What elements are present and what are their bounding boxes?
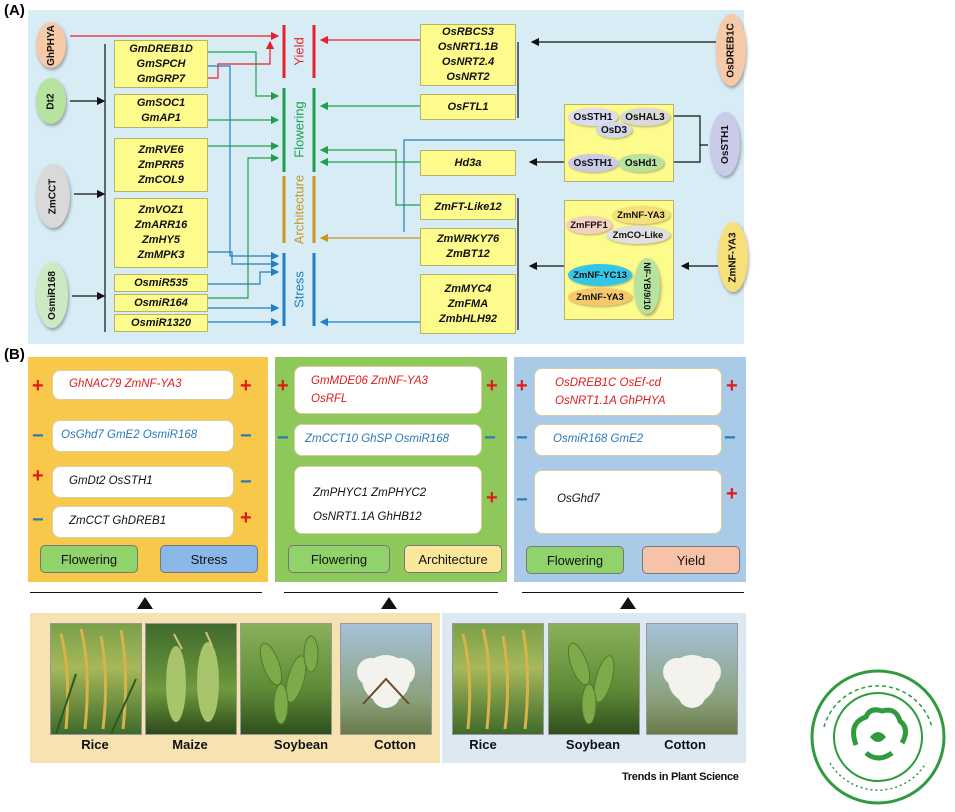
institution-seal-logo [810,669,946,805]
cotton-photo-right [646,623,738,735]
triangle-marker [137,597,153,609]
regulator-card-1-4: ZmCCT GhDREB1 [52,506,234,538]
gene-box-osmir535: OsmiR535 [114,274,208,292]
category-stress: Stress [291,271,307,308]
soybean-photo-right [548,623,640,735]
sign-plus: + [726,483,738,505]
oval-dt2: Dt2 [36,78,66,124]
regulator-card-2-2: ZmCCT10 GhSP OsmiR168 [294,424,482,456]
maize-photo [145,623,237,735]
category-flowering: Flowering [291,101,307,158]
divider-line [522,592,744,593]
oval-osmir168: OsmiR168 [36,262,68,328]
sign-minus: − [32,425,44,447]
tag-flowering: Flowering [288,545,390,573]
regulator-card-1-2: OsGhd7 GmE2 OsmiR168 [52,420,234,452]
crop-name-cotton-right: Cotton [664,737,706,752]
triangle-marker [620,597,636,609]
complex-ossth1-b: OsSTH1 [568,154,618,172]
sign-minus: − [484,427,496,449]
cotton-photo [340,623,432,735]
tag-flowering: Flowering [40,545,138,573]
sign-minus: − [516,427,528,449]
category-yield: Yield [291,37,307,66]
sign-plus: + [516,375,528,397]
sign-plus: + [486,487,498,509]
sign-minus: − [32,509,44,531]
oval-zmnfya3: ZmNF-YA3 [718,222,748,292]
panel-b-label: (B) [4,346,25,363]
panel-a-connectors [70,25,718,332]
gene-box-osmir1320: OsmiR1320 [114,314,208,332]
triangle-marker [381,597,397,609]
gene-box-osmir164: OsmiR164 [114,294,208,312]
complex-oshal3: OsHAL3 [620,108,670,126]
regulator-card-1-1: GhNAC79 ZmNF-YA3 [52,370,234,400]
sign-plus: + [240,375,252,397]
crop-name-rice-right: Rice [469,737,497,752]
complex-zmco-like: ZmCO-Like [606,226,670,244]
tag-stress: Stress [160,545,258,573]
crop-name-cotton: Cotton [374,737,416,752]
sign-minus: − [240,471,252,493]
oval-ghphya: GhPHYA [36,22,66,68]
gene-box-hd3a: Hd3a [420,150,516,176]
complex-osd3: OsD3 [596,122,632,138]
sign-plus: + [486,375,498,397]
sign-plus: + [32,465,44,487]
sign-plus: + [240,507,252,529]
complex-ossth1-a: OsSTH1 [568,108,618,126]
sign-plus: + [32,375,44,397]
divider-line [30,592,262,593]
sign-minus: − [277,427,289,449]
complex-oshd1: OsHd1 [618,154,664,172]
sign-plus: + [277,375,289,397]
regulator-card-2-3: ZmPHYC1 ZmPHYC2 OsNRT1.1A GhHB12 [294,466,482,534]
soybean-photo [240,623,332,735]
regulator-card-3-2: OsmiR168 GmE2 [534,424,722,456]
oval-zmcct: ZmCCT [36,164,70,228]
complex-zmnfya3-top: ZmNF-YA3 [612,206,670,224]
crop-name-soybean-right: Soybean [565,737,621,752]
sign-minus: − [516,489,528,511]
complex-zmnfyc13: ZmNF-YC13 [568,264,632,286]
complex-zmnfya3-bottom: ZmNF-YA3 [568,288,632,306]
complex-zmfpf1: ZmFPF1 [566,216,612,234]
gene-box-zmft-like12: ZmFT-Like12 [420,194,516,220]
sign-minus: − [724,427,736,449]
tag-yield: Yield [642,546,740,574]
crop-name-maize: Maize [172,737,208,752]
regulator-card-3-3: OsGhd7 [534,470,722,534]
tag-flowering: Flowering [526,546,624,574]
rice-photo [50,623,142,735]
sign-minus: − [240,425,252,447]
divider-line [284,592,498,593]
category-architecture: Architecture [291,174,307,245]
oval-ossth1: OsSTH1 [710,112,740,176]
panel-a-label: (A) [4,2,25,19]
oval-osdreb1c: OsDREB1C [716,14,746,86]
sign-plus: + [726,375,738,397]
complex-nfyb: NF-YB/9/10 [634,258,660,314]
regulator-card-1-3: GmDt2 OsSTH1 [52,466,234,498]
gene-box-osftl1: OsFTL1 [420,94,516,120]
journal-footer: Trends in Plant Science [622,771,739,783]
regulator-card-2-1: GmMDE06 ZmNF-YA3 OsRFL [294,366,482,414]
rice-photo-right [452,623,544,735]
regulator-card-3-1: OsDREB1C OsEf-cd OsNRT1.1A GhPHYA [534,368,722,416]
tag-architecture: Architecture [404,545,502,573]
crop-name-soybean: Soybean [273,737,329,752]
crop-name-rice: Rice [81,737,109,752]
